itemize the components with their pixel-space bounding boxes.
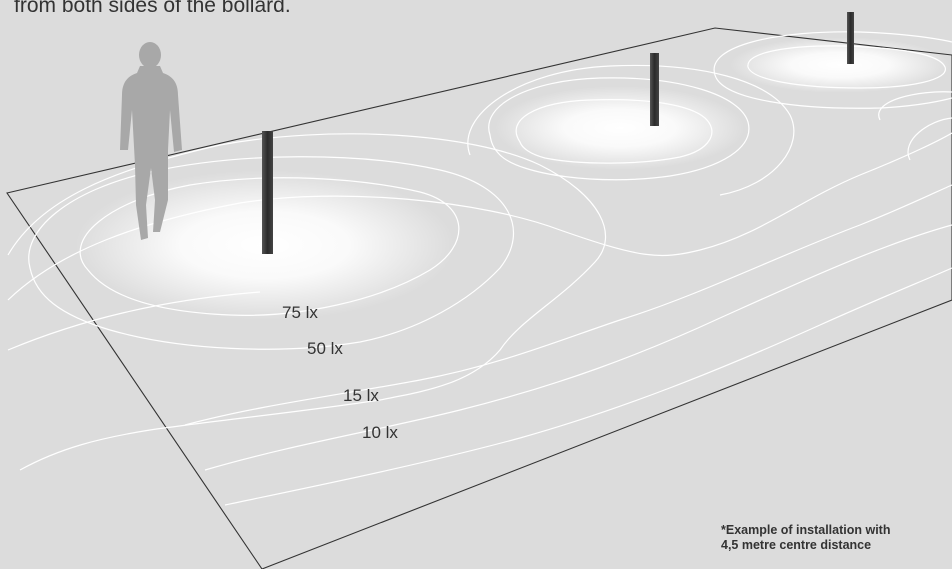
installation-note: *Example of installation with 4,5 metre … (721, 523, 890, 553)
light-pool-2 (495, 86, 745, 170)
diagram-caption: from both sides of the bollard. (14, 0, 291, 17)
lux-label-15: 15 lx (343, 386, 379, 405)
light-pool-3 (730, 37, 950, 93)
person-silhouette (120, 42, 182, 240)
bollard-1 (262, 131, 273, 254)
bollard-2 (650, 53, 659, 126)
installation-note-line-1: *Example of installation with (721, 523, 891, 537)
lux-label-10: 10 lx (362, 423, 398, 442)
bollard-3 (847, 12, 854, 64)
ground-plane (6, 27, 952, 569)
lux-label-50: 50 lx (307, 339, 343, 358)
lux-label-75: 75 lx (282, 303, 318, 322)
installation-note-line-2: 4,5 metre centre distance (721, 538, 872, 552)
